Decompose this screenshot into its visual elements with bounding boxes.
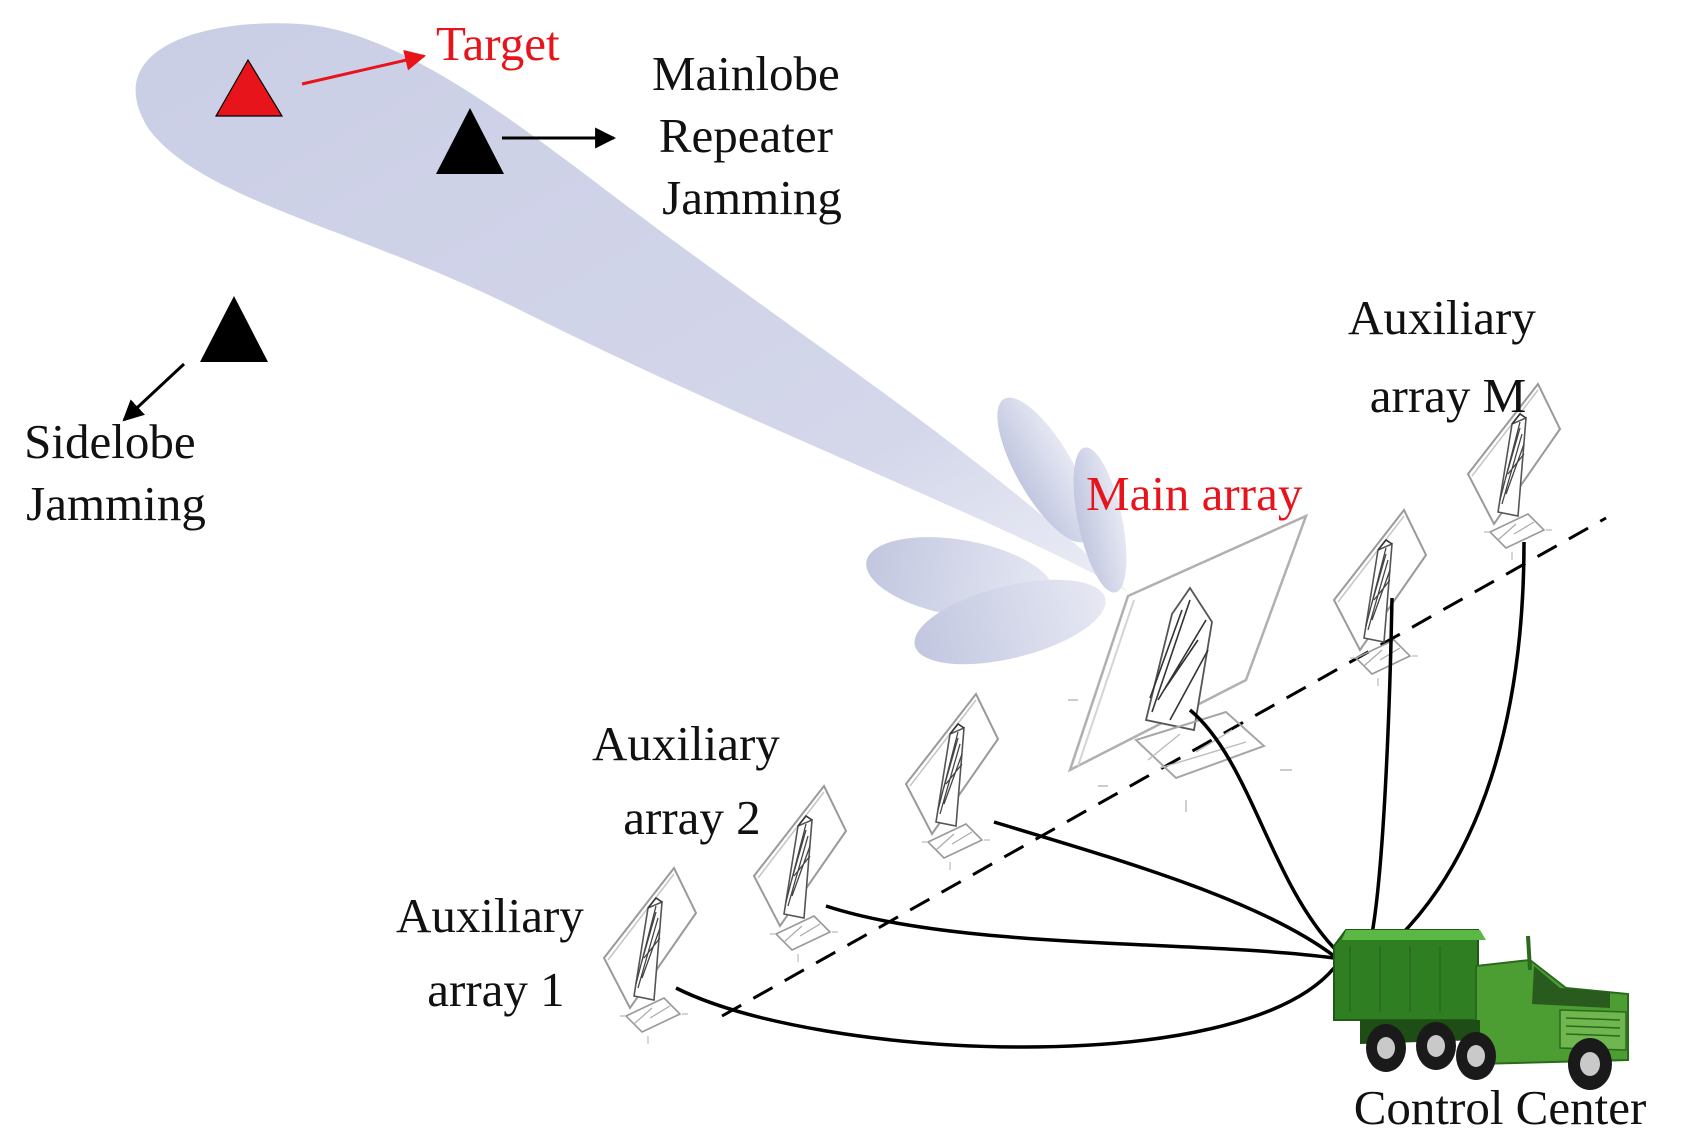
mainlobe-jamming-label: Mainlobe Repeater Jamming xyxy=(652,46,852,225)
control-center-label: Control Center xyxy=(1354,1080,1647,1135)
connection-cables xyxy=(675,541,1526,1049)
auxiliary-array-1-label: Auxiliary array 1 xyxy=(396,888,596,1017)
sidelobe-jammer-icon xyxy=(200,296,268,362)
main-lobe-beam xyxy=(135,23,1128,593)
side-lobes xyxy=(866,397,1127,665)
target-arrow xyxy=(301,49,427,86)
auxiliary-array-m-label: Auxiliary array M xyxy=(1348,290,1548,423)
auxiliary-array-m-minus-1 xyxy=(1333,509,1427,687)
control-center-truck-icon xyxy=(1333,929,1629,1090)
auxiliary-array-2 xyxy=(905,693,999,871)
auxiliary-array-1 xyxy=(603,867,697,1045)
auxiliary-array-intermediate xyxy=(753,785,847,963)
auxiliary-array-2-label: Auxiliary array 2 xyxy=(592,716,792,845)
sidelobe-jamming-label: Sidelobe Jamming xyxy=(24,414,208,531)
main-array-label: Main array xyxy=(1086,466,1303,521)
sidelobe-jammer-arrow xyxy=(122,362,186,422)
target-icon xyxy=(214,58,284,117)
main-array xyxy=(1067,513,1309,812)
target-label: Target xyxy=(436,16,560,71)
mainlobe-jammer-icon xyxy=(436,108,504,174)
